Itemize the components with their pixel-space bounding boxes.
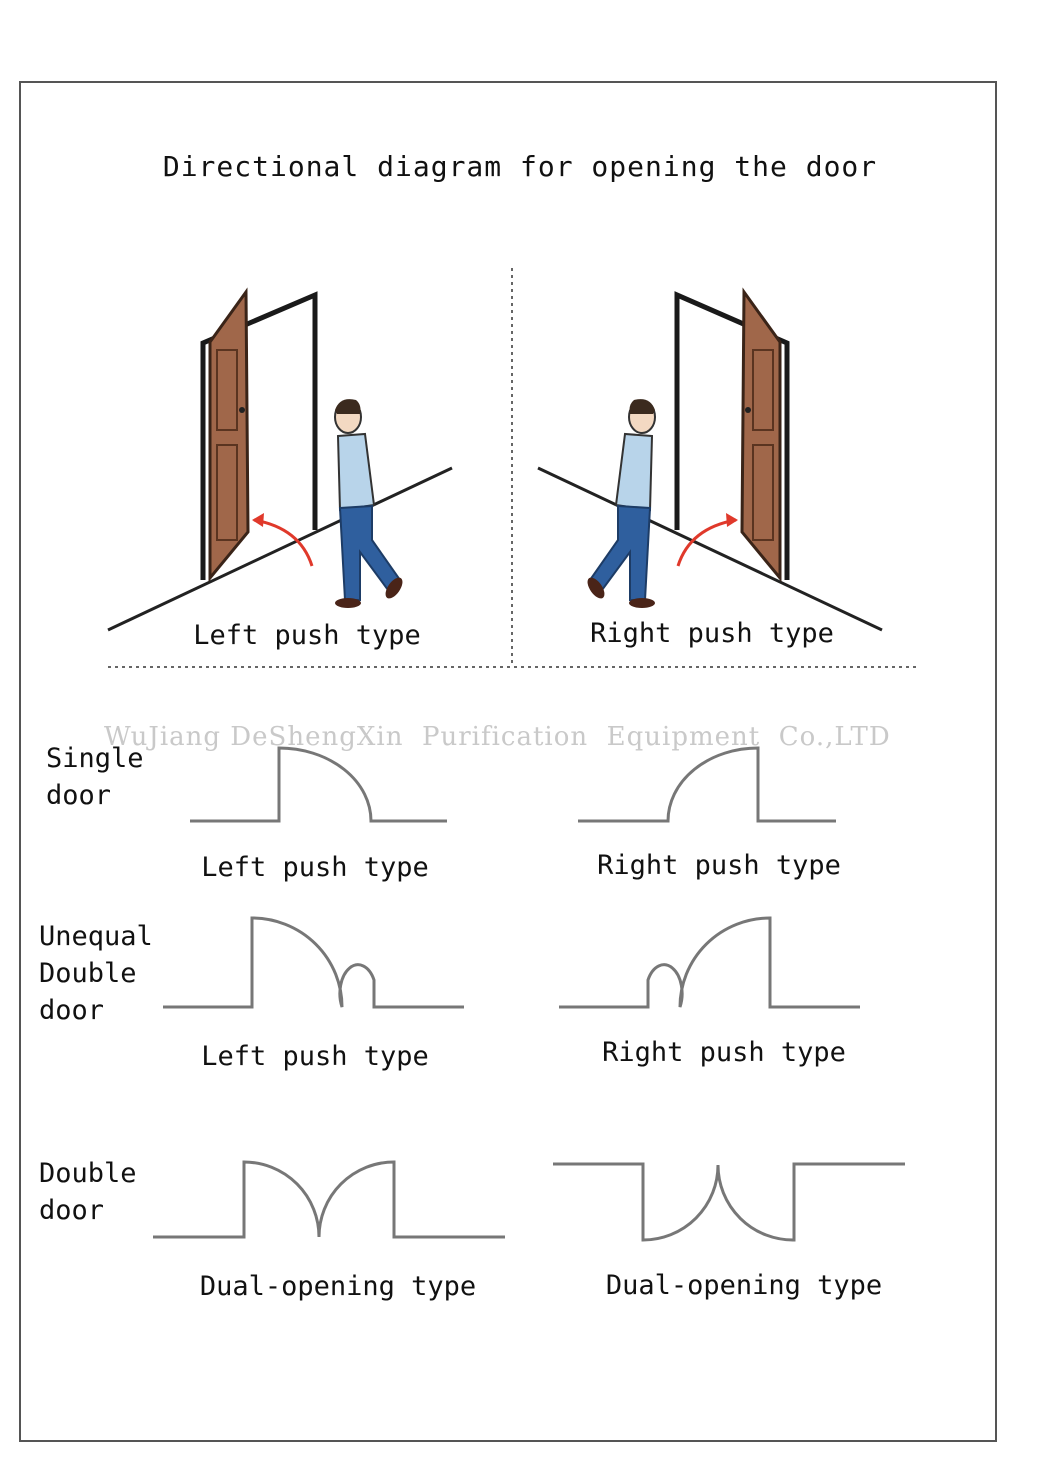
row-label-single-door: Single door	[46, 743, 144, 811]
unequal-left-caption: Left push type	[201, 1041, 429, 1072]
unequal-right-caption: Right push type	[602, 1037, 846, 1068]
single-right-caption: Right push type	[597, 850, 841, 881]
unequal-right-push-symbol	[559, 916, 860, 1009]
single-left-caption: Left push type	[201, 852, 429, 883]
double-left-caption: Dual-opening type	[199, 1271, 477, 1302]
illustration-caption-left: Left push type	[193, 620, 421, 651]
person-icon	[587, 399, 656, 608]
door-leaf	[208, 287, 250, 583]
row-label-unequal-double-door: Unequal Double door	[39, 921, 153, 1026]
row-label-double-door: Double door	[39, 1158, 137, 1226]
single-left-push-symbol	[190, 746, 447, 823]
left-push-illustration	[107, 287, 453, 632]
unequal-left-push-symbol	[163, 916, 464, 1009]
door-leaf	[740, 287, 782, 583]
watermark-text: WuJiang DeShengXin Purification Equipmen…	[104, 722, 891, 752]
page-title: Directional diagram for opening the door	[162, 150, 878, 183]
person-icon	[334, 399, 403, 608]
floor-line	[107, 466, 453, 632]
illustration-caption-right: Right push type	[590, 618, 834, 649]
door-frame	[674, 291, 790, 580]
double-dual-opening-symbol-b	[553, 1162, 905, 1242]
diagram-frame	[19, 81, 997, 1442]
single-right-push-symbol	[578, 746, 836, 823]
left-arrow-icon	[253, 518, 314, 567]
double-right-caption: Dual-opening type	[605, 1270, 883, 1301]
floor-line	[537, 466, 883, 632]
right-push-illustration	[537, 287, 883, 632]
right-arrow-icon	[676, 518, 737, 567]
double-dual-opening-symbol-a	[153, 1160, 505, 1239]
door-frame	[200, 291, 318, 580]
